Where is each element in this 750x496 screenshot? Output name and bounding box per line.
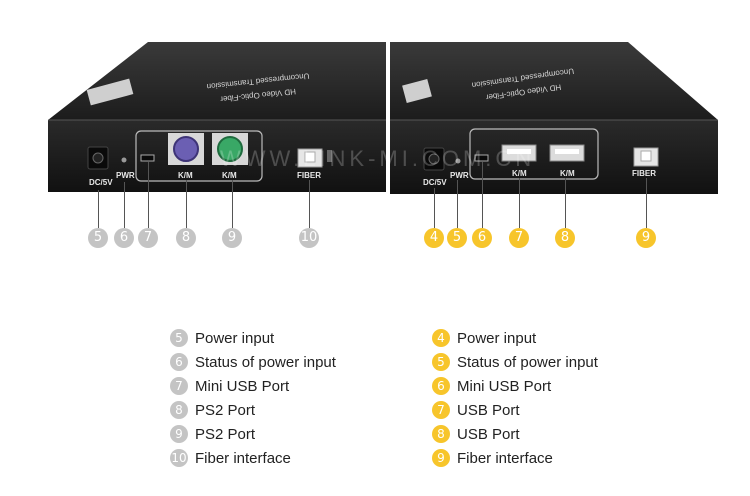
right-marker-8: 8 [555, 228, 575, 248]
leader-line [148, 162, 149, 228]
legend-item: 9 Fiber interface [432, 446, 598, 470]
legend-label: Power input [195, 329, 275, 347]
left-label-fiber: FIBER [297, 171, 321, 180]
left-port-frame [135, 130, 263, 182]
legend-num: 5 [432, 353, 450, 371]
legend-num: 7 [432, 401, 450, 419]
legend-item: 5 Power input [170, 326, 336, 350]
left-marker-5: 5 [88, 228, 108, 248]
leader-line [565, 178, 566, 228]
legend-num: 8 [170, 401, 188, 419]
left-label-km2: K/M [222, 171, 237, 180]
right-marker-4: 4 [424, 228, 444, 248]
legend-label: USB Port [457, 425, 520, 443]
legend-item: 7 Mini USB Port [170, 374, 336, 398]
legend-item: 9 PS2 Port [170, 422, 336, 446]
legend-num: 10 [170, 449, 188, 467]
legend-item: 10 Fiber interface [170, 446, 336, 470]
left-marker-9: 9 [222, 228, 242, 248]
right-mini-usb [474, 154, 489, 162]
right-unit-top [390, 42, 718, 120]
right-unit-sticker [402, 78, 432, 104]
leader-line [482, 162, 483, 228]
left-marker-8: 8 [176, 228, 196, 248]
left-unit-top [48, 42, 386, 120]
legend-num: 6 [170, 353, 188, 371]
legend-item: 5 Status of power input [432, 350, 598, 374]
legend-label: Status of power input [195, 353, 336, 371]
left-label-pwr: PWR [116, 171, 135, 180]
legend-num: 8 [432, 425, 450, 443]
right-label-pwr: PWR [450, 171, 469, 180]
legend-num: 9 [170, 425, 188, 443]
leader-line [98, 190, 99, 228]
left-mini-usb [140, 154, 155, 162]
left-ps2-port-purple [173, 136, 199, 162]
right-label-dc: DC/5V [423, 178, 447, 187]
legend-left: 5 Power input 6 Status of power input 7 Min… [170, 326, 336, 470]
right-marker-7: 7 [509, 228, 529, 248]
left-ps2-port-green [217, 136, 243, 162]
legend-label: USB Port [457, 401, 520, 419]
leader-line [646, 178, 647, 228]
legend-item: 7 USB Port [432, 398, 598, 422]
legend-num: 7 [170, 377, 188, 395]
legend-label: Power input [457, 329, 537, 347]
device-photo: HD Video Optic-Fiber Uncompressed Transm… [48, 42, 718, 194]
leader-line [434, 188, 435, 228]
left-unit-sticker [86, 78, 134, 106]
right-label-km1: K/M [512, 169, 527, 178]
right-marker-5: 5 [447, 228, 467, 248]
left-pwr-led [121, 157, 127, 163]
legend-label: Fiber interface [457, 449, 553, 467]
left-marker-6: 6 [114, 228, 134, 248]
legend-num: 4 [432, 329, 450, 347]
right-port-frame [469, 128, 599, 180]
legend-item: 4 Power input [432, 326, 598, 350]
right-marker-9: 9 [636, 228, 656, 248]
legend-num: 5 [170, 329, 188, 347]
legend-item: 6 Status of power input [170, 350, 336, 374]
leader-line [309, 180, 310, 228]
legend-item: 8 USB Port [432, 422, 598, 446]
legend-item: 8 PS2 Port [170, 398, 336, 422]
leader-line [186, 180, 187, 228]
leader-line [457, 180, 458, 228]
legend-num: 6 [432, 377, 450, 395]
right-label-fiber: FIBER [632, 169, 656, 178]
legend-label: PS2 Port [195, 401, 256, 419]
watermark: WWW.LINK-MI.COM.CN [220, 146, 535, 171]
legend-label: Fiber interface [195, 449, 291, 467]
marker-row: 5 6 7 8 9 10 4 5 6 7 8 9 [0, 228, 750, 252]
legend-item: 6 Mini USB Port [432, 374, 598, 398]
legend-label: PS2 Port [195, 425, 256, 443]
left-label-dc: DC/5V [89, 178, 113, 187]
legend-label: Mini USB Port [457, 377, 552, 395]
right-unit: HD Video Optic-Fiber Uncompressed Transm… [390, 42, 718, 194]
left-unit: HD Video Optic-Fiber Uncompressed Transm… [48, 42, 386, 192]
legend-num: 9 [432, 449, 450, 467]
left-marker-7: 7 [138, 228, 158, 248]
right-label-km2: K/M [560, 169, 575, 178]
right-pwr-led [455, 158, 461, 164]
leader-line [124, 182, 125, 228]
right-marker-6: 6 [472, 228, 492, 248]
left-marker-10: 10 [299, 228, 319, 248]
leader-line [232, 180, 233, 228]
legend-label: Status of power input [457, 353, 598, 371]
legend-label: Mini USB Port [195, 377, 290, 395]
legend-right: 4 Power input 5 Status of power input 6 Min… [432, 326, 598, 470]
leader-line [519, 178, 520, 228]
left-label-km1: K/M [178, 171, 193, 180]
